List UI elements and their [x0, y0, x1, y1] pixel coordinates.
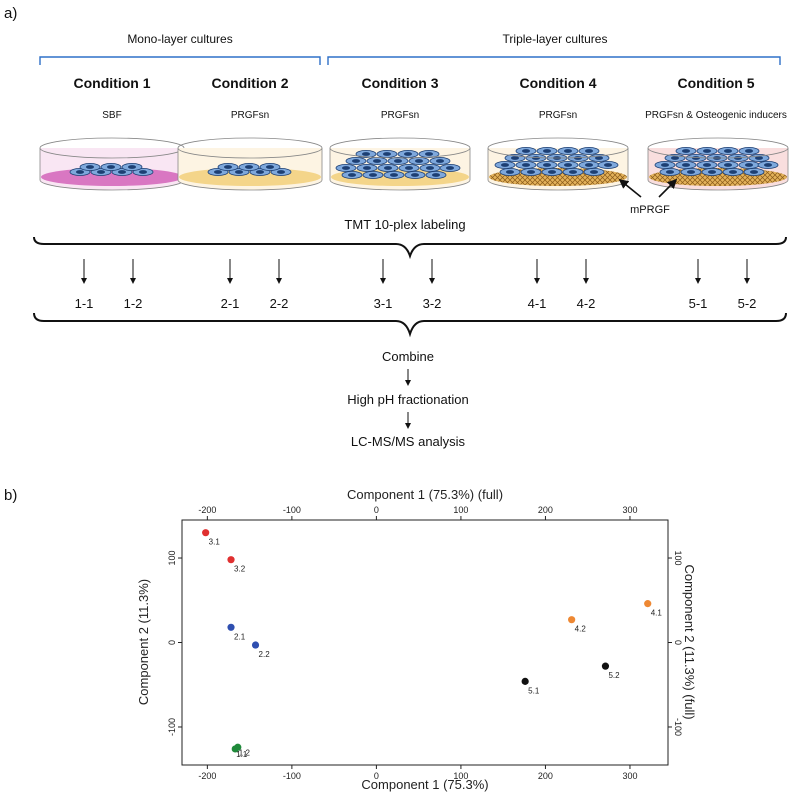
sample-label-5-1: 5-1	[689, 296, 708, 311]
y-tick-label-left: 100	[167, 551, 177, 566]
condition-3-title: Condition 3	[362, 75, 439, 91]
tmt-brace	[33, 236, 787, 260]
combine-brace	[33, 312, 787, 338]
point-label-2-2: 2.2	[259, 650, 271, 659]
mprgf-arrow-left	[618, 178, 642, 198]
mono-layer-label: Mono-layer cultures	[127, 32, 232, 46]
point-3-1	[202, 529, 210, 537]
panel-b-label: b)	[4, 487, 17, 504]
condition-1-title: Condition 1	[74, 75, 151, 91]
sample-label-3-1: 3-1	[374, 296, 393, 311]
sample-label-1-2: 1-2	[124, 296, 143, 311]
sample-label-1-1: 1-1	[75, 296, 94, 311]
point-3-2	[227, 556, 235, 564]
x-tick-label-top: 100	[453, 505, 468, 515]
y-tick-label-right: 0	[673, 640, 683, 645]
sample-label-2-1: 2-1	[221, 296, 240, 311]
mprgf-arrow-right	[658, 178, 678, 198]
point-label-3-2: 3.2	[234, 565, 246, 574]
mono-layer-bracket	[39, 56, 321, 65]
sample-label-3-2: 3-2	[423, 296, 442, 311]
point-5-2	[601, 662, 610, 670]
culture-dish-1	[39, 137, 185, 191]
x-tick-label-top: -200	[198, 505, 216, 515]
sample-label-5-2: 5-2	[738, 296, 757, 311]
x-tick-label-bottom: -100	[283, 771, 301, 781]
point-label-3-1: 3.1	[209, 538, 221, 547]
y-tick-label-left: 0	[167, 640, 177, 645]
condition-2-medium: PRGFsn	[231, 110, 269, 121]
step-combine: Combine	[382, 349, 434, 364]
condition-5-medium: PRGFsn & Osteogenic inducers	[645, 110, 787, 121]
point-label-1-1: 1.1	[236, 750, 248, 759]
x-tick-label-top: 0	[374, 505, 379, 515]
step-fractionation: High pH fractionation	[347, 392, 468, 407]
pca-scatter-chart: Component 1 (75.3%) (full) Component 1 (…	[136, 487, 697, 792]
sample-label-4-1: 4-1	[528, 296, 547, 311]
point-2-1	[227, 623, 235, 631]
culture-dish-2	[177, 137, 323, 191]
x-tick-label-bottom: -200	[198, 771, 216, 781]
mprgf-label: mPRGF	[630, 204, 670, 216]
point-label-4-1: 4.1	[651, 609, 663, 618]
condition-2-title: Condition 2	[212, 75, 289, 91]
culture-dish-3	[329, 137, 471, 191]
x-tick-label-bottom: 100	[453, 771, 468, 781]
point-1-2	[234, 743, 242, 751]
point-label-2-1: 2.1	[234, 632, 246, 641]
x-tick-label-top: -100	[283, 505, 301, 515]
point-label-4-2: 4.2	[575, 625, 587, 634]
y-tick-label-left: -100	[167, 718, 177, 736]
condition-5-title: Condition 5	[678, 75, 755, 91]
point-2-2	[251, 641, 260, 649]
sample-arrows	[81, 259, 750, 284]
culture-dish-5	[647, 137, 789, 191]
panel-a-label: a)	[4, 5, 17, 22]
culture-dish-4	[487, 137, 629, 191]
x-tick-label-top: 300	[622, 505, 637, 515]
triple-layer-label: Triple-layer cultures	[503, 32, 608, 46]
point-label-5-2: 5.2	[608, 671, 620, 680]
point-4-2	[568, 616, 576, 624]
step-lcms: LC-MS/MS analysis	[351, 434, 466, 449]
y-tick-label-right: 100	[673, 551, 683, 566]
sample-label-4-2: 4-2	[577, 296, 596, 311]
x-axis-title-bottom: Component 1 (75.3%)	[361, 777, 488, 792]
triple-layer-bracket	[327, 56, 781, 65]
x-tick-label-bottom: 0	[374, 771, 379, 781]
condition-1-medium: SBF	[102, 110, 121, 121]
condition-4-medium: PRGFsn	[539, 110, 577, 121]
point-label-5-1: 5.1	[528, 686, 540, 695]
x-tick-label-top: 200	[538, 505, 553, 515]
point-4-1	[644, 600, 652, 608]
x-tick-label-bottom: 300	[622, 771, 637, 781]
y-tick-label-right: -100	[673, 718, 683, 736]
sample-label-2-2: 2-2	[270, 296, 289, 311]
x-axis-title-top: Component 1 (75.3%) (full)	[347, 487, 503, 502]
condition-3-medium: PRGFsn	[381, 110, 419, 121]
point-5-1	[521, 677, 529, 685]
y-axis-title-left: Component 2 (11.3%)	[136, 579, 151, 705]
tmt-label: TMT 10-plex labeling	[344, 217, 465, 232]
point-label-1-2: 1.2	[239, 748, 251, 757]
condition-4-title: Condition 4	[520, 75, 597, 91]
x-tick-label-bottom: 200	[538, 771, 553, 781]
y-axis-title-right: Component 2 (11.3%) (full)	[682, 564, 697, 719]
